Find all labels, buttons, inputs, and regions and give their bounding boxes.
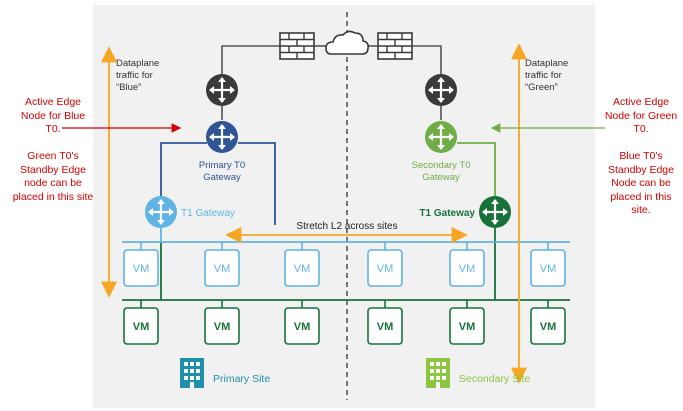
vm-label: VM (377, 321, 394, 333)
vm-label: VM (377, 263, 394, 275)
cloud-icon (325, 30, 369, 55)
svg-text:Dataplane: Dataplane (116, 58, 159, 69)
svg-text:traffic for: traffic for (525, 70, 562, 81)
stretch-l2-label: Stretch L2 across sites (296, 221, 397, 232)
right-active-note: Active Edge Node for Green T0. (604, 96, 678, 135)
vm-row-blue: VM VM VM VM VM VM (123, 249, 566, 287)
vm-icon (449, 249, 485, 287)
router-icon (206, 74, 238, 106)
vm-icon (367, 249, 403, 287)
primary-site-label: Primary Site (213, 373, 270, 385)
vm-icon (284, 307, 320, 345)
svg-text:Primary T0: Primary T0 (199, 160, 245, 171)
building-icon (180, 358, 204, 388)
left-active-note: Active Edge Node for Blue T0. (20, 96, 86, 135)
vm-icon (123, 307, 159, 345)
t1-right-label: T1 Gateway (419, 208, 475, 219)
vm-label: VM (133, 321, 150, 333)
vm-icon (204, 307, 240, 345)
dataplane-text-left: Dataplane traffic for “Blue” (116, 58, 159, 93)
green-vm-drops (140, 300, 549, 308)
secondary-site-label: Secondary Site (459, 373, 530, 385)
vm-icon (530, 307, 566, 345)
t1-left-label: T1 Gateway (181, 208, 235, 219)
left-standby-note: Green T0's Standby Edge node can be plac… (12, 150, 94, 203)
vm-row-green: VM VM VM VM VM VM (123, 307, 566, 345)
secondary-t0-router-icon (425, 121, 457, 153)
secondary-t0-label: Secondary T0 Gateway (412, 160, 471, 183)
building-icon (426, 358, 450, 388)
svg-text:“Blue”: “Blue” (116, 82, 141, 93)
vm-label: VM (294, 321, 311, 333)
vm-label: VM (214, 321, 231, 333)
vm-label: VM (294, 263, 311, 275)
vm-label: VM (540, 263, 557, 275)
vm-icon (284, 249, 320, 287)
vm-icon (204, 249, 240, 287)
router-icon (425, 74, 457, 106)
svg-text:Dataplane: Dataplane (525, 58, 568, 69)
vm-icon (123, 249, 159, 287)
vm-label: VM (133, 263, 150, 275)
vm-label: VM (214, 263, 231, 275)
svg-text:traffic for: traffic for (116, 70, 153, 81)
primary-t0-label: Primary T0 Gateway (199, 160, 245, 183)
svg-text:“Green”: “Green” (525, 82, 558, 93)
vm-icon (530, 249, 566, 287)
firewall-icon (279, 32, 315, 60)
vm-icon (449, 307, 485, 345)
green-t0-link (457, 142, 496, 196)
svg-text:Gateway: Gateway (422, 172, 460, 183)
t1-right-router-icon (479, 196, 511, 228)
vm-icon (367, 307, 403, 345)
right-standby-note: Blue T0's Standby Edge Node can be place… (608, 150, 674, 216)
firewall-icon (377, 32, 413, 60)
blue-vm-drops (140, 242, 549, 250)
svg-text:Secondary T0: Secondary T0 (412, 160, 471, 171)
svg-text:Gateway: Gateway (203, 172, 241, 183)
vm-label: VM (459, 263, 476, 275)
blue-t0-downlink (238, 142, 276, 225)
primary-t0-router-icon (206, 121, 238, 153)
vm-label: VM (540, 321, 557, 333)
vm-label: VM (459, 321, 476, 333)
t1-left-router-icon (145, 196, 177, 228)
dataplane-text-right: Dataplane traffic for “Green” (525, 58, 568, 93)
blue-t0-uplink (160, 142, 207, 196)
